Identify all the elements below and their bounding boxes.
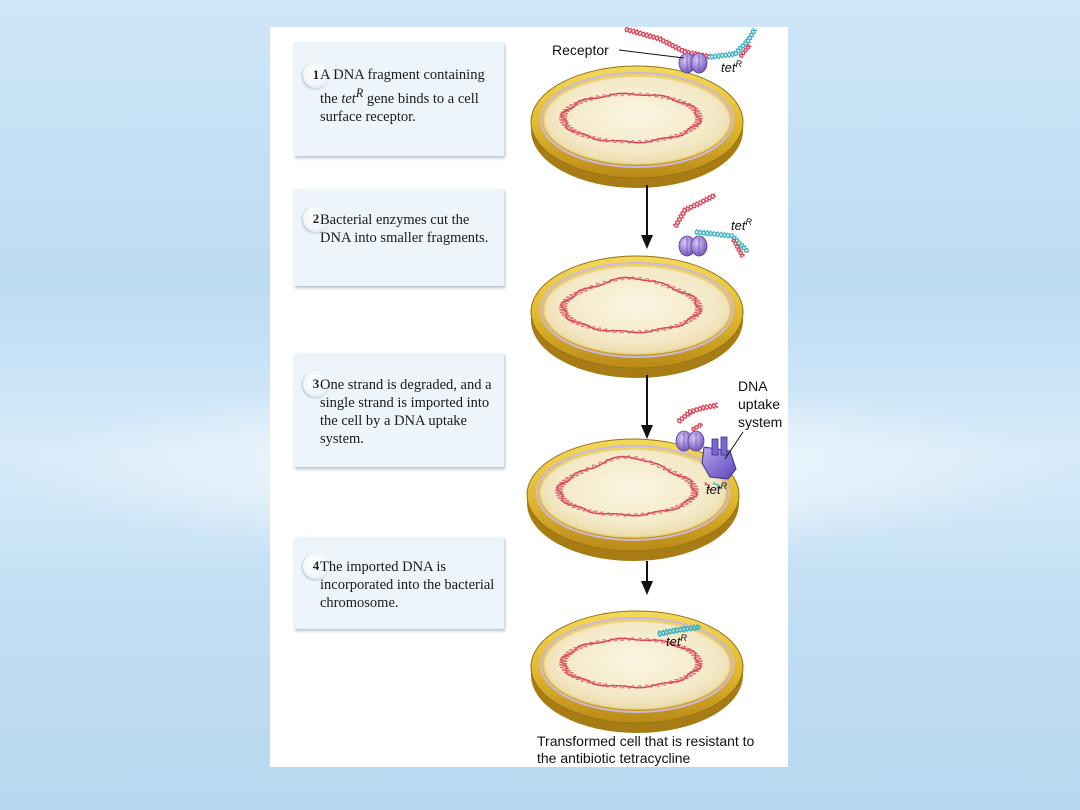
transformation-diagram: Receptor tetR tetR tetR tetR DNA uptake … [526,27,782,733]
receptor-label: Receptor [552,42,609,58]
uptake-label-line3: system [738,414,782,430]
arrow-1 [641,185,653,249]
step-2-text: Bacterial enzymes cut the DNA into small… [320,212,489,246]
gene-name: tet [341,90,356,107]
step-1-text: A DNA fragment containing the tetR gene … [320,67,485,125]
step-3-box: 3 One strand is degraded, and a single s… [294,353,504,467]
dna-fragment-2a [672,193,717,228]
uptake-label-line2: uptake [738,396,780,412]
receptor-3 [675,430,705,452]
arrow-3 [641,561,653,595]
cell-1 [530,65,744,188]
tetR-label-3: tetR [706,481,727,497]
step-4-text: The imported DNA is incorporated into th… [320,559,495,611]
step-4-box: 4 The imported DNA is incorporated into … [294,537,504,629]
step-2-number: 2 [303,206,329,232]
step-4-number: 4 [303,553,329,579]
uptake-label-line1: DNA [738,378,768,394]
tetR-label-2: tetR [731,217,752,233]
dna-fragment-1b [709,27,758,61]
step-1-box: 1 A DNA fragment containing the tetR gen… [294,42,504,156]
arrow-2 [641,375,653,439]
cell-3 [526,438,740,561]
tetR-label-4: tetR [666,633,687,649]
step-3-number: 3 [303,371,329,397]
step-1-number: 1 [303,62,329,88]
integrated-tetR [657,623,701,638]
dna-fragment-2c [731,238,745,258]
tetR-label-1: tetR [721,59,742,75]
dna-fragment-3b [691,422,704,432]
figure-panel: 1 A DNA fragment containing the tetR gen… [270,27,788,767]
uptake-leader [724,431,744,460]
receptor-2 [678,235,708,257]
cell-4 [530,610,744,733]
dna-fragment-2b [694,228,750,254]
cell-2 [530,255,744,378]
receptor-1 [678,52,708,74]
step-2-box: 2 Bacterial enzymes cut the DNA into sma… [294,189,504,286]
receptor-leader [618,49,685,59]
step-3-text: One strand is degraded, and a single str… [320,377,492,447]
dna-fragment-3a [676,402,719,424]
caption: Transformed cell that is resistant to th… [537,733,755,766]
dna-fragment-1c [738,43,752,58]
